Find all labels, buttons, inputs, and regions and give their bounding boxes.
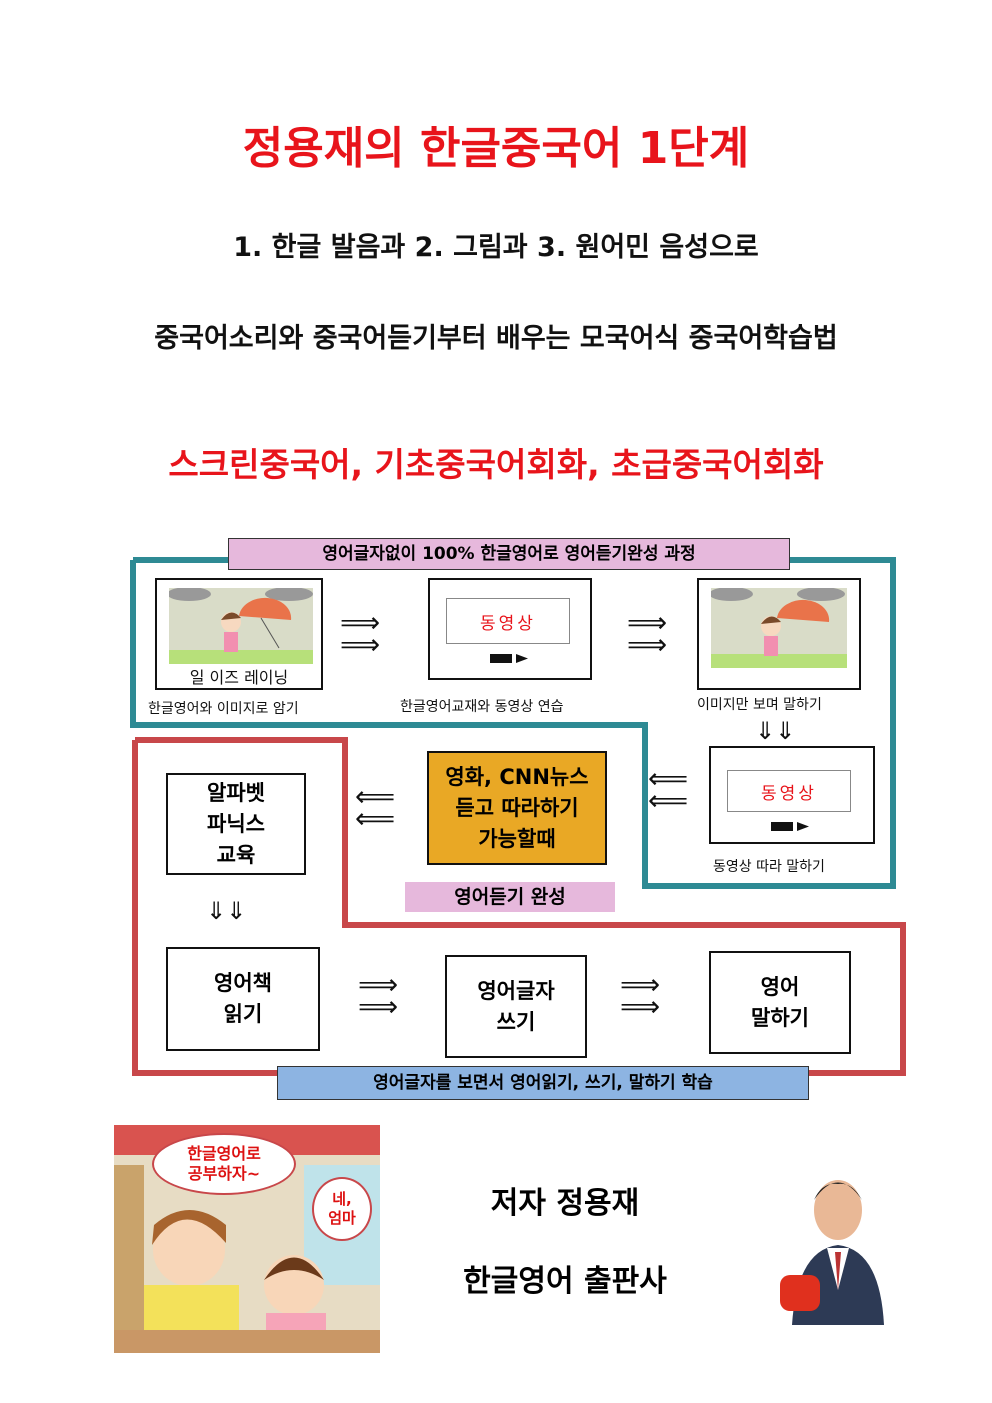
- speak-box: 영어 말하기: [709, 951, 851, 1054]
- video-label: 동영상: [727, 770, 851, 812]
- read-line: 영어책: [214, 971, 272, 995]
- step2-label: 한글영어교재와 동영상 연습: [400, 699, 564, 715]
- girl-umbrella-image: [711, 588, 847, 668]
- publisher: 한글영어 출판사: [463, 1264, 667, 1299]
- author-photo: [780, 1180, 884, 1325]
- orange-line: 가능할때: [478, 826, 556, 851]
- write-line: 영어글자: [477, 978, 555, 1003]
- speak-line: 말하기: [751, 1005, 809, 1030]
- top-banner: 영어글자없이 100% 한글영어로 영어듣기완성 과정: [228, 538, 790, 570]
- video-label: 동영상: [446, 598, 570, 644]
- down-double-arrow-icon: ⇓⇓: [755, 717, 796, 745]
- step4-label: 동영상 따라 말하기: [713, 859, 825, 875]
- read-box: 영어책 읽기: [166, 947, 320, 1051]
- red-border: [132, 737, 906, 1076]
- author: 저자 정용재: [490, 1186, 640, 1221]
- bottom-banner: 영어글자를 보면서 영어읽기, 쓰기, 말하기 학습: [277, 1066, 809, 1100]
- speak-line: 영어: [760, 974, 800, 999]
- write-line: 쓰기: [496, 1009, 536, 1034]
- bubble-line: 공부하자~: [187, 1164, 261, 1183]
- step1-caption: 일 이즈 레이닝: [189, 668, 289, 687]
- speech-bubble-mother: 한글영어로 공부하자~: [152, 1133, 296, 1195]
- play-icon: [490, 654, 528, 663]
- step3-image-box: [697, 578, 861, 690]
- step3-label: 이미지만 보며 말하기: [697, 697, 822, 713]
- phonics-line: 파닉스: [207, 811, 265, 836]
- subtitle-description: 중국어소리와 중국어듣기부터 배우는 모국어식 중국어학습법: [154, 323, 838, 354]
- bubble-line: 네,: [332, 1190, 352, 1208]
- bubble-line: 엄마: [328, 1209, 356, 1227]
- step4-video-box: 동영상: [709, 746, 875, 844]
- read-line: 읽기: [223, 1002, 263, 1026]
- listening-done-label: 영어듣기 완성: [405, 882, 615, 912]
- page-title: 정용재의 한글중국어 1단계: [242, 123, 750, 174]
- teal-border: [130, 557, 896, 889]
- left-double-arrow-icon: ⟸⟸: [648, 762, 689, 817]
- right-double-arrow-icon: ⟹⟹: [620, 968, 661, 1023]
- left-double-arrow-icon: ⟸⟸: [355, 780, 396, 835]
- phonics-line: 알파벳: [207, 780, 265, 805]
- step1-image-box: 일 이즈 레이닝: [155, 578, 323, 690]
- down-double-arrow-icon: ⇓⇓: [206, 897, 247, 925]
- bubble-line: 한글영어로: [187, 1144, 261, 1163]
- subtitle-method: 1. 한글 발음과 2. 그림과 3. 원어민 음성으로: [233, 232, 759, 263]
- keywords: 스크린중국어, 기초중국어회화, 초급중국어회화: [168, 445, 824, 484]
- phonics-box: 알파벳 파닉스 교육: [166, 773, 306, 875]
- girl-umbrella-image: [169, 588, 313, 664]
- orange-line: 영화, CNN뉴스: [445, 764, 589, 789]
- phonics-line: 교육: [216, 842, 256, 867]
- right-double-arrow-icon: ⟹⟹: [358, 968, 399, 1023]
- orange-line: 듣고 따라하기: [455, 795, 579, 820]
- speech-bubble-daughter: 네, 엄마: [312, 1177, 372, 1241]
- orange-box: 영화, CNN뉴스 듣고 따라하기 가능할때: [427, 751, 607, 865]
- play-icon: [771, 822, 809, 831]
- comic-image: 한글영어로 공부하자~ 네, 엄마: [114, 1125, 380, 1353]
- step2-video-box: 동영상: [428, 578, 592, 680]
- step1-label: 한글영어와 이미지로 암기: [148, 701, 299, 717]
- right-double-arrow-icon: ⟹⟹: [340, 606, 381, 661]
- right-double-arrow-icon: ⟹⟹: [627, 606, 668, 661]
- write-box: 영어글자 쓰기: [445, 955, 587, 1058]
